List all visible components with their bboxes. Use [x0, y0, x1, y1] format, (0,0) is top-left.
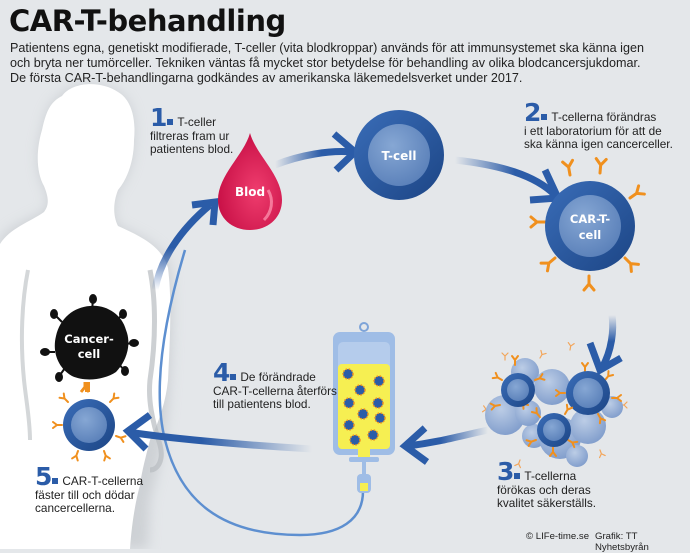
step-text: De förändrade	[240, 370, 316, 384]
step-text: förökas och deras	[497, 482, 591, 497]
arrow-tcell-to-cart	[454, 156, 564, 204]
arrow-cart-to-expansion	[586, 314, 623, 376]
iv-tube	[158, 249, 365, 537]
t-cell: T-cell	[354, 110, 444, 200]
car-t-cell: CAR-T- cell	[529, 157, 646, 292]
step-text: CAR-T-cellerna	[62, 474, 144, 488]
cancer-cell-label-line2: cell	[78, 347, 101, 361]
step-marker-icon	[514, 473, 521, 479]
iv-bag	[333, 322, 395, 493]
step-text: T-celler	[177, 115, 217, 129]
step-text: ska känna igen cancerceller.	[524, 137, 673, 151]
step-number: 5	[35, 462, 52, 491]
step-marker-icon	[230, 374, 237, 380]
intro-line: De första CAR-T-behandlingarna godkändes…	[10, 71, 523, 85]
step-1: 1 T-celler filtreras fram ur patientens b…	[150, 105, 234, 157]
car-t-cell-label-line2: cell	[579, 228, 602, 242]
graphic-credit: Grafik: TT Nyhetsbyrån	[595, 531, 649, 553]
arrow-patient-to-blood	[151, 197, 219, 291]
step-number: 3	[497, 457, 514, 486]
expanded-cell-cluster	[481, 341, 628, 469]
step-text: i ett laboratorium för att de	[524, 123, 662, 138]
step-marker-icon	[541, 114, 548, 120]
intro-line: och bryta ner tumörceller. Tekniken vänt…	[10, 56, 641, 70]
blood-drop: Blod	[218, 133, 282, 230]
intro-line: Patientens egna, genetiskt modifierade, …	[10, 41, 644, 55]
step-text: cancercellerna.	[35, 501, 115, 515]
step-3: 3 T-cellerna förökas och deras kvalitet s…	[497, 459, 596, 511]
step-text: kvalitet säkerställs.	[497, 496, 596, 510]
source-credit: © LIFe-time.se	[526, 531, 590, 542]
step-text: till patientens blod.	[213, 397, 311, 411]
step-text: fäster till och dödar	[35, 487, 135, 502]
step-number: 1	[150, 103, 167, 132]
cancer-cell: Cancer- cell	[40, 294, 139, 393]
page-title: CAR-T-behandling	[9, 4, 286, 38]
step-5: 5 CAR-T-cellerna fäster till och dödar ca…	[35, 464, 144, 516]
bag-cells	[342, 368, 386, 446]
step-number: 2	[524, 98, 541, 127]
blood-drop-label: Blod	[235, 185, 265, 199]
step-4: 4 De förändrade CAR-T-cellerna återförs t…	[213, 360, 337, 412]
arrow-expansion-to-bag	[399, 425, 489, 465]
step-text: patientens blod.	[150, 142, 234, 156]
arrow-bag-to-patient	[122, 412, 313, 453]
cancer-cell-label-line1: Cancer-	[64, 332, 114, 346]
car-t-cell-label-line1: CAR-T-	[570, 212, 610, 226]
step-marker-icon	[52, 478, 59, 484]
step-text: filtreras fram ur	[150, 128, 230, 143]
step-text: T-cellerna förändras	[551, 110, 657, 124]
step-2: 2 T-cellerna förändras i ett laboratorium…	[524, 100, 673, 152]
arrow-blood-to-tcell	[273, 131, 361, 173]
step-number: 4	[213, 358, 230, 387]
t-cell-label: T-cell	[382, 149, 417, 163]
step-text: CAR-T-cellerna återförs	[213, 383, 337, 398]
intro-text: Patientens egna, genetiskt modifierade, …	[10, 41, 690, 86]
attacking-car-t-cell	[52, 392, 127, 462]
step-marker-icon	[167, 119, 174, 125]
step-text: T-cellerna	[524, 469, 577, 483]
